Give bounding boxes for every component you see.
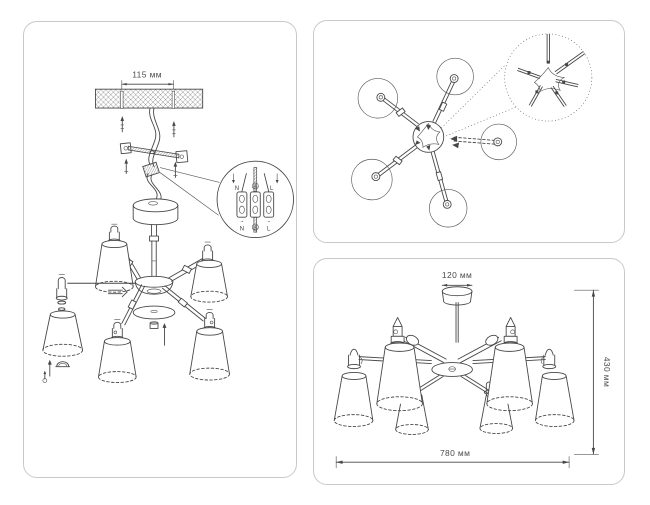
socket-front-right [503, 317, 519, 347]
bottom-cover-disc [132, 305, 176, 320]
insert-arrow-right-icon [107, 286, 128, 298]
ceiling-dimension: 115 мм [121, 69, 174, 90]
central-hub [134, 275, 174, 295]
central-rod [151, 240, 157, 280]
arm-top [432, 74, 459, 123]
arm-insert-dashed [450, 135, 503, 149]
hub-detail-stub-arms [517, 51, 586, 107]
shade-outline-circles [351, 57, 517, 228]
height-dimension: 430 мм [574, 289, 612, 455]
arm-front-right [457, 334, 502, 364]
socket-front-left [390, 317, 406, 347]
small-screw-icon [42, 370, 48, 383]
arm-lower-left [371, 144, 418, 182]
canopy [441, 286, 473, 306]
top-view-panel [313, 20, 625, 243]
stem-rod [455, 302, 459, 343]
lampshade-upper-left [95, 240, 134, 293]
ceiling-dimension-label: 115 мм [132, 69, 162, 79]
canopy-width-dimension: 120 мм [441, 270, 473, 287]
arm-upper-left [376, 92, 419, 127]
earth-icon-bottom [251, 223, 259, 231]
dimensions-diagram: 120 мм [333, 270, 612, 469]
anchor-screw-right [172, 120, 176, 138]
socket-far-right [540, 348, 557, 370]
bracket-screw-left [124, 158, 129, 175]
arrow-down-left-icon [231, 173, 235, 184]
canopy-width-label: 120 мм [442, 270, 472, 280]
arrow-down-right-icon [275, 173, 279, 184]
assembly-diagram: 115 мм [42, 69, 294, 383]
arm-back-right [460, 373, 491, 394]
lampshade-far-right [534, 371, 575, 427]
arm-bottom [430, 150, 452, 209]
terminal-label-n-top: N [235, 186, 239, 192]
earth-icon [251, 182, 259, 190]
terminal-label-l-bottom: L [267, 227, 271, 233]
terminal-block [142, 161, 160, 178]
wiring-detail-circle: N L [216, 160, 294, 239]
hub-top-view [412, 121, 445, 153]
cover-nut [149, 321, 159, 329]
lampshade-front-right [486, 342, 533, 412]
exploded-socket [55, 273, 68, 312]
ceiling-canopy [132, 198, 179, 242]
ac-mark-l: ~ [267, 220, 270, 225]
top-view-diagram [351, 33, 593, 228]
socket-far-left [347, 348, 363, 370]
hub-detail-screw-dots [527, 60, 569, 95]
width-label: 780 мм [440, 448, 470, 458]
mounting-bracket [119, 142, 189, 164]
assembly-panel: 115 мм [23, 21, 297, 478]
lampshade-lower-left [98, 337, 137, 383]
lampshade-front-left [376, 342, 423, 412]
lampshade-exploded [42, 310, 84, 357]
height-label: 430 мм [602, 357, 612, 387]
detail-leader-dotted [441, 64, 516, 137]
ac-mark-n: ~ [240, 220, 243, 225]
dimensions-panel: 120 мм [313, 258, 625, 485]
lampshade-lower-right [189, 327, 230, 381]
terminal-label-n-bottom: N [240, 227, 244, 233]
ceiling [95, 88, 204, 109]
lampshade-far-left [333, 371, 374, 427]
earth-wire-out [253, 216, 258, 233]
detail-leader-lines [159, 167, 220, 216]
arm-lower-right [162, 285, 207, 322]
terminal-label-l-top: L [270, 186, 274, 192]
width-dimension: 780 мм [335, 448, 570, 469]
assembly-arrow-up-center-icon [162, 322, 167, 346]
assembly-arrow-up-left-icon [47, 359, 52, 377]
bracket-screw-right [173, 161, 178, 178]
arm-lower-left [121, 284, 146, 326]
hub-detail-circle [504, 33, 593, 122]
push-in-connectors [236, 191, 275, 218]
earth-wire [253, 167, 258, 192]
socket-upper-right [201, 241, 215, 264]
anchor-screw-left [120, 115, 125, 133]
finial-nut [55, 361, 71, 368]
lampshade-upper-right [190, 259, 228, 303]
hub-cover [431, 362, 473, 377]
